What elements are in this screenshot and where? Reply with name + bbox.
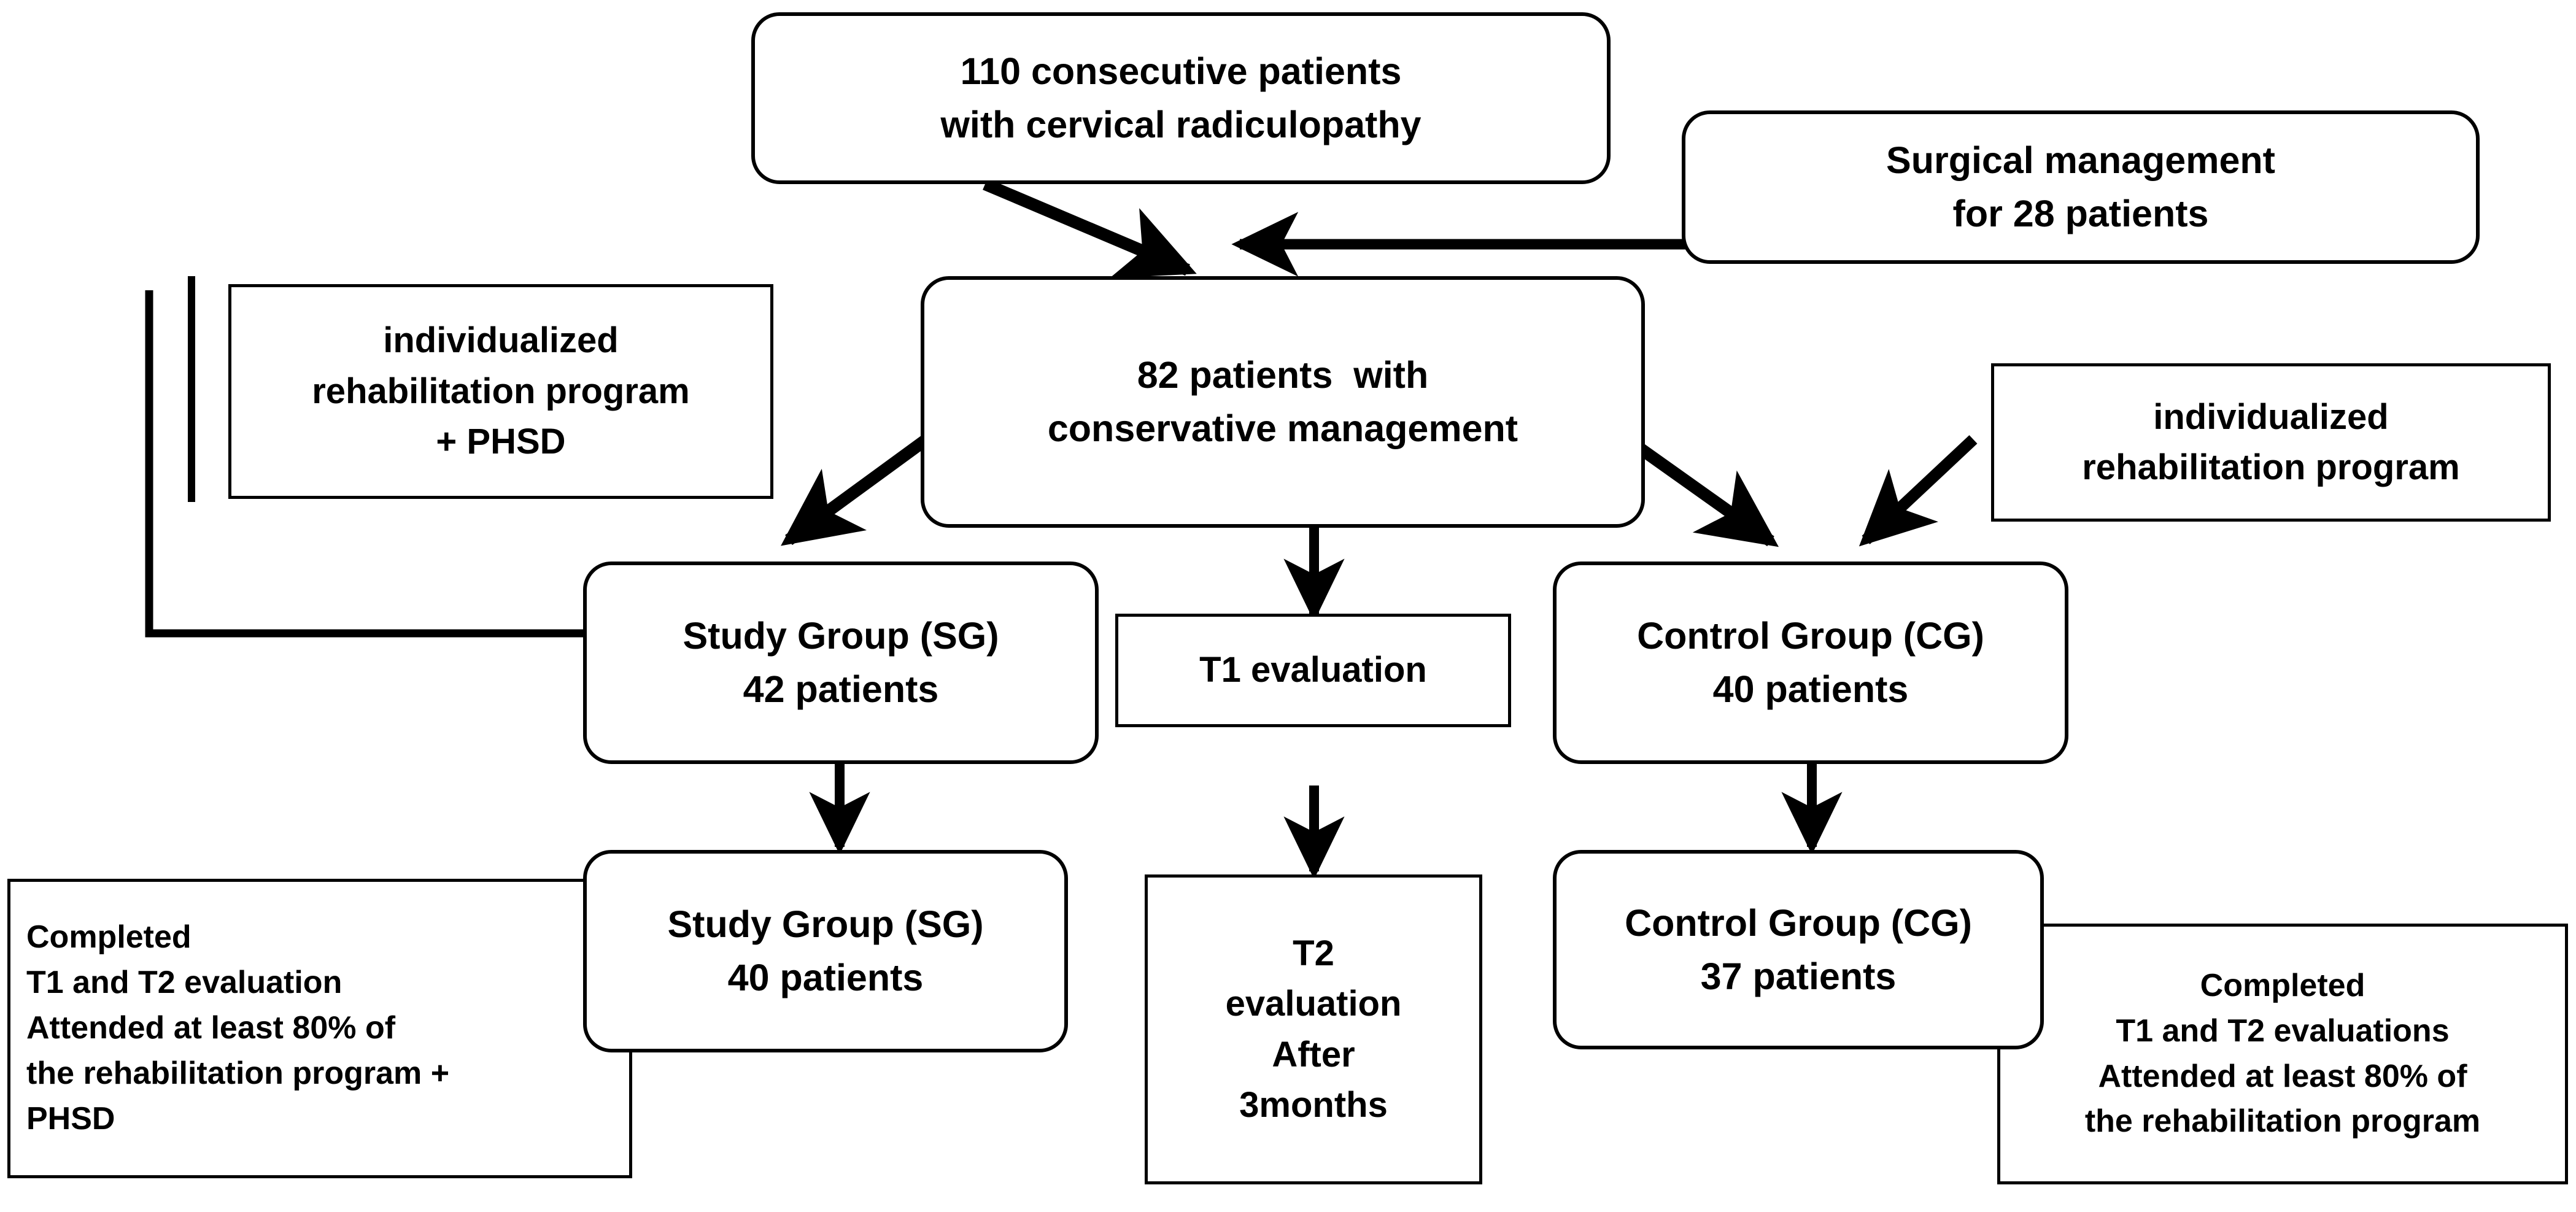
t2-evaluation-line-1: T2 (1293, 933, 1334, 973)
individualized-rehab-line-2: rehabilitation program (2082, 447, 2460, 487)
completed-control-group-line-3: Attended at least 80% of (2098, 1058, 2467, 1094)
completed-study-group-line-2: T1 and T2 evaluation (26, 965, 342, 1001)
completed-study-group-box[interactable]: Completed T1 and T2 evaluation Attended … (7, 879, 632, 1178)
individualized-rehab-phsd-line-1: individualized (383, 320, 619, 361)
conservative-management-line-1: 82 patients with (1137, 354, 1429, 396)
conservative-management-line-2: conservative management (1047, 407, 1518, 449)
study-group-40-line-1: Study Group (SG) (667, 903, 984, 946)
completed-study-group-line-5: PHSD (26, 1100, 115, 1137)
control-group-37-line-2: 37 patients (1700, 955, 1897, 997)
enrolled-patients-line-1: 110 consecutive patients (960, 50, 1402, 93)
control-group-40-box[interactable]: Control Group (CG) 40 patients (1553, 562, 2068, 764)
completed-study-group-line-4: the rehabilitation program + (26, 1055, 450, 1091)
completed-control-group-line-4: the rehabilitation program (2084, 1103, 2481, 1140)
t2-evaluation-line-4: 3months (1239, 1084, 1388, 1125)
surgical-management-line-1: Surgical management (1886, 139, 2275, 182)
completed-control-group-line-1: Completed (2200, 967, 2365, 1003)
conservative-management-box[interactable]: 82 patients with conservative management (921, 276, 1645, 528)
individualized-rehab-phsd-line-2: rehabilitation program (312, 371, 690, 411)
study-group-42-box[interactable]: Study Group (SG) 42 patients (583, 562, 1099, 764)
completed-study-group-line-3: Attended at least 80% of (26, 1010, 396, 1046)
rehab-phsd-to-study-group-connector (145, 290, 592, 638)
individualized-rehab-phsd-box[interactable]: individualized rehabilitation program + … (228, 284, 773, 499)
enrolled-patients-box[interactable]: 110 consecutive patients with cervical r… (751, 12, 1611, 184)
enrolled-patients-line-2: with cervical radiculopathy (940, 104, 1421, 145)
study-group-40-line-2: 40 patients (727, 957, 924, 998)
surgical-management-line-2: for 28 patients (1952, 193, 2209, 234)
study-group-42-line-1: Study Group (SG) (683, 615, 999, 657)
completed-study-group-line-1: Completed (26, 919, 191, 955)
t2-evaluation-box[interactable]: T2 evaluation After 3months (1145, 874, 1482, 1184)
t1-evaluation-box[interactable]: T1 evaluation (1115, 614, 1511, 727)
control-group-37-box[interactable]: Control Group (CG) 37 patients (1553, 850, 2044, 1049)
control-group-40-line-2: 40 patients (1712, 668, 1909, 710)
control-group-40-line-1: Control Group (CG) (1637, 615, 1984, 657)
enrolled-to-conservative-arrow (983, 178, 1197, 279)
study-group-42-line-2: 42 patients (743, 668, 939, 710)
individualized-rehab-phsd-line-3: + PHSD (436, 422, 566, 462)
study-group-40-box[interactable]: Study Group (SG) 40 patients (583, 850, 1068, 1052)
surgical-to-junction-arrow (1231, 212, 1690, 277)
t2-evaluation-line-2: evaluation (1225, 984, 1402, 1024)
surgical-management-box[interactable]: Surgical management for 28 patients (1682, 110, 2480, 264)
individualized-rehab-line-1: individualized (2153, 396, 2389, 437)
control-group-37-line-1: Control Group (CG) (1625, 901, 1972, 944)
individualized-rehab-box[interactable]: individualized rehabilitation program (1991, 363, 2551, 522)
t1-evaluation-label: T1 evaluation (1199, 650, 1427, 690)
rehab-to-control-group-arrow (1859, 435, 1978, 547)
completed-control-group-box[interactable]: Completed T1 and T2 evaluations Attended… (1997, 924, 2568, 1184)
t2-evaluation-line-3: After (1272, 1034, 1355, 1075)
completed-control-group-line-2: T1 and T2 evaluations (2116, 1013, 2450, 1049)
